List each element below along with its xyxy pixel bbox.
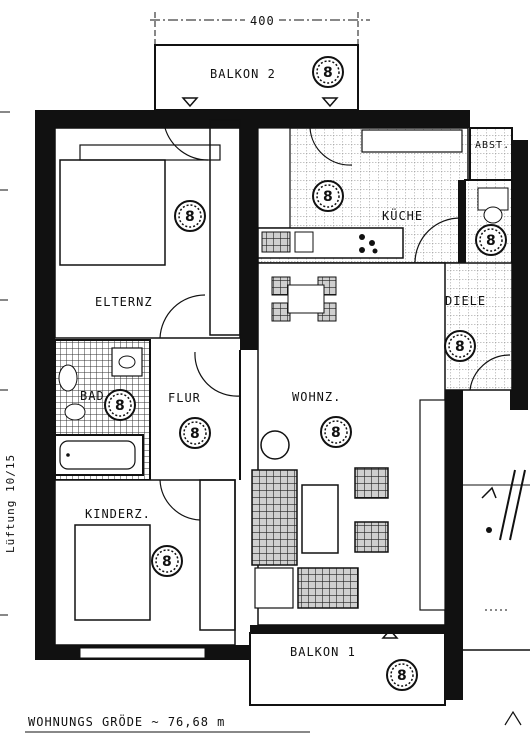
- dimension-label: 400: [250, 14, 275, 28]
- room-label-flur: FLUR: [168, 391, 201, 405]
- svg-text:8: 8: [397, 668, 407, 684]
- marker-kinder: 8: [151, 545, 183, 577]
- room-label-bad: BAD: [80, 389, 105, 403]
- room-abst: [458, 127, 513, 266]
- stairwell: [463, 469, 530, 726]
- svg-text:8: 8: [190, 426, 200, 442]
- left-margin-ticks: [0, 111, 45, 616]
- svg-text:8: 8: [331, 425, 341, 441]
- room-label-diele: DIELE: [445, 294, 486, 308]
- marker-balkon1: 8: [386, 659, 418, 691]
- marker-flur: 8: [179, 417, 211, 449]
- marker-kueche: 8: [312, 180, 344, 212]
- room-label-balkon1: BALKON 1: [290, 645, 356, 659]
- svg-text:8: 8: [455, 339, 465, 355]
- marker-bad: 8: [104, 389, 136, 421]
- room-bad: [54, 339, 151, 481]
- apartment-size-label: WOHNUNGS GRÖDE ~ 76,68 m: [28, 713, 225, 729]
- room-label-balkon2: BALKON 2: [210, 67, 276, 81]
- marker-wc: 8: [475, 224, 507, 256]
- marker-wohn: 8: [320, 416, 352, 448]
- room-label-kinder: KINDERZ.: [85, 507, 151, 521]
- side-label: Lüftung 10/15: [4, 454, 17, 553]
- dimension-line-top: [150, 11, 370, 50]
- marker-eltern: 8: [174, 200, 206, 232]
- marker-balkon2: 8: [312, 56, 344, 88]
- room-eltern: [54, 119, 241, 339]
- svg-text:8: 8: [323, 189, 333, 205]
- svg-text:8: 8: [162, 554, 172, 570]
- room-label-wohn: WOHNZ.: [292, 390, 341, 404]
- room-kinder: [54, 479, 236, 659]
- room-flur: [149, 340, 241, 480]
- room-wohn: [251, 262, 446, 626]
- marker-diele: 8: [444, 330, 476, 362]
- svg-text:8: 8: [185, 209, 195, 225]
- room-label-eltern: ELTERNZ: [95, 295, 153, 309]
- svg-text:8: 8: [486, 233, 496, 249]
- room-kueche: [257, 127, 469, 264]
- room-label-kueche: KÜCHE: [382, 207, 423, 223]
- svg-text:8: 8: [115, 398, 125, 414]
- room-label-abst: ABST.: [475, 140, 510, 151]
- svg-text:8: 8: [323, 65, 333, 81]
